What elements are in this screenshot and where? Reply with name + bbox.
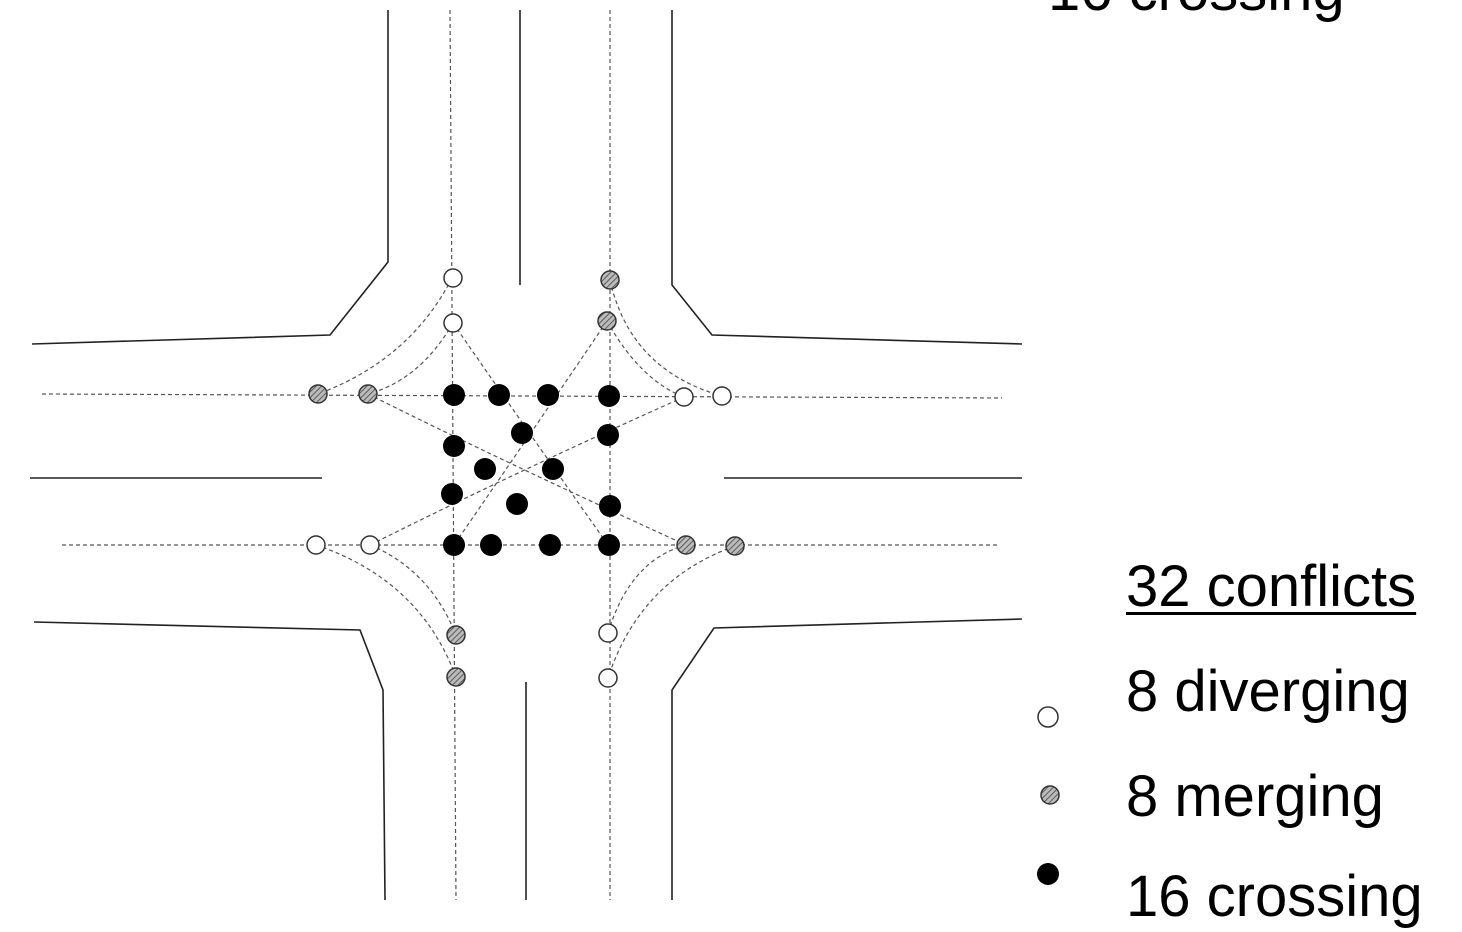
- diverging-point: [443, 313, 463, 333]
- diverging-point: [674, 387, 694, 407]
- merging-point: [597, 311, 617, 331]
- merging-point: [358, 384, 378, 404]
- diverging-point: [360, 535, 380, 555]
- left-turn-path-2: [453, 320, 608, 546]
- curb-top-left: [31, 10, 389, 345]
- diverging-legend-icon: [1037, 706, 1059, 728]
- left-turn-path-4: [369, 396, 685, 546]
- legend-merging-label: 8 merging: [1126, 764, 1384, 829]
- crossing-point: [539, 534, 561, 556]
- crossing-point: [506, 493, 528, 515]
- legend-title: 32 conflicts: [1126, 554, 1417, 619]
- crossing-point: [597, 424, 619, 446]
- crossing-point: [443, 435, 465, 457]
- curb-top-right: [671, 10, 1023, 345]
- crossing-point: [443, 534, 465, 556]
- turn-path-ne-right: [609, 279, 723, 397]
- merging-legend-icon: [1040, 785, 1060, 805]
- diverging-points: [306, 268, 732, 688]
- merging-points: [308, 270, 745, 687]
- crossing-point: [443, 384, 465, 406]
- crossing-point: [480, 534, 502, 556]
- crossing-point: [474, 458, 496, 480]
- merging-point: [725, 536, 745, 556]
- crossing-legend-icon: [1037, 863, 1059, 885]
- crossing-point: [598, 385, 620, 407]
- turning-paths: [315, 277, 736, 679]
- merging-point: [676, 535, 696, 555]
- diverging-point: [443, 268, 463, 288]
- turn-path-nw-right: [317, 277, 453, 395]
- crossing-point: [599, 495, 621, 517]
- turn-path-ne-left: [606, 320, 685, 398]
- diverging-point: [598, 668, 618, 688]
- turn-path-sw-left: [369, 544, 457, 636]
- centerline-vertical-left: [449, 9, 457, 901]
- lane-centerlines: [41, 9, 1003, 901]
- crossing-point: [537, 384, 559, 406]
- legend-diverging-label: 8 diverging: [1126, 659, 1410, 724]
- crossing-point: [511, 422, 533, 444]
- merging-point: [446, 625, 466, 645]
- curb-bottom-right: [671, 618, 1023, 900]
- curb-bottom-left: [33, 621, 386, 901]
- merging-point: [308, 384, 328, 404]
- crossing-point: [488, 384, 510, 406]
- crossing-point: [598, 534, 620, 556]
- merging-point: [446, 667, 466, 687]
- turn-path-sw-right: [315, 544, 457, 678]
- centerline-horizontal-top: [41, 393, 1003, 399]
- turn-path-nw-left: [367, 322, 454, 395]
- crossing-point: [542, 458, 564, 480]
- turn-path-se-right: [607, 545, 736, 679]
- merging-point: [600, 270, 620, 290]
- diverging-point: [598, 623, 618, 643]
- crossing-point: [441, 483, 463, 505]
- turn-path-se-left: [607, 544, 687, 634]
- crossing-points: [441, 384, 621, 556]
- diverging-point: [712, 386, 732, 406]
- cropped-top-label: 16 crossing: [1048, 0, 1345, 26]
- legend-crossing-label: 16 crossing: [1126, 864, 1423, 929]
- road-edges: [30, 10, 1023, 901]
- diverging-point: [306, 535, 326, 555]
- left-turn-path-3: [367, 393, 687, 546]
